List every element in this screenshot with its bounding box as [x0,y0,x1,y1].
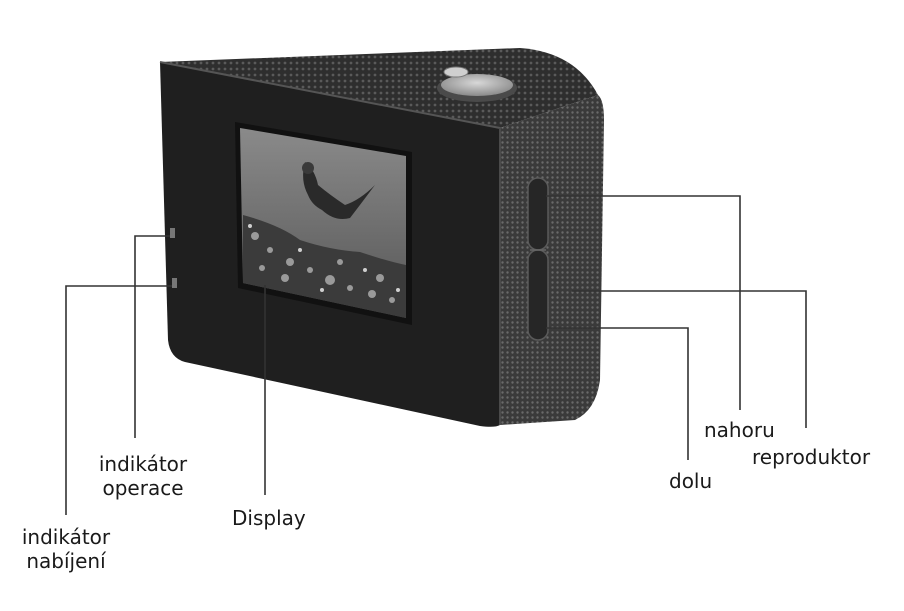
side-buttons [527,177,549,341]
label-reproduktor: reproduktor [752,445,871,469]
display-screen [235,122,412,325]
label-display: Display [232,506,306,530]
leader-dolu [546,327,689,460]
camera-side-face [500,95,604,425]
leader-nahoru [546,195,741,410]
label-indikator-operace-line2: operace [102,476,184,500]
label-indikator-nabijeni: indikátor nabíjení [8,525,124,573]
leader-lines [65,195,807,515]
label-indikator-operace: indikátor operace [88,452,198,500]
leader-indikator-operace [134,235,170,438]
shutter-button [437,66,517,102]
indicator-lights [170,228,177,288]
label-indikator-nabijeni-line1: indikátor [21,525,111,549]
leader-indikator-nabijeni [65,285,172,515]
label-indikator-operace-line1: indikátor [98,452,188,476]
leader-reproduktor [572,290,807,428]
label-nahoru: nahoru [704,418,775,442]
label-indikator-nabijeni-line2: nabíjení [26,549,106,573]
label-dolu: dolu [669,469,713,493]
